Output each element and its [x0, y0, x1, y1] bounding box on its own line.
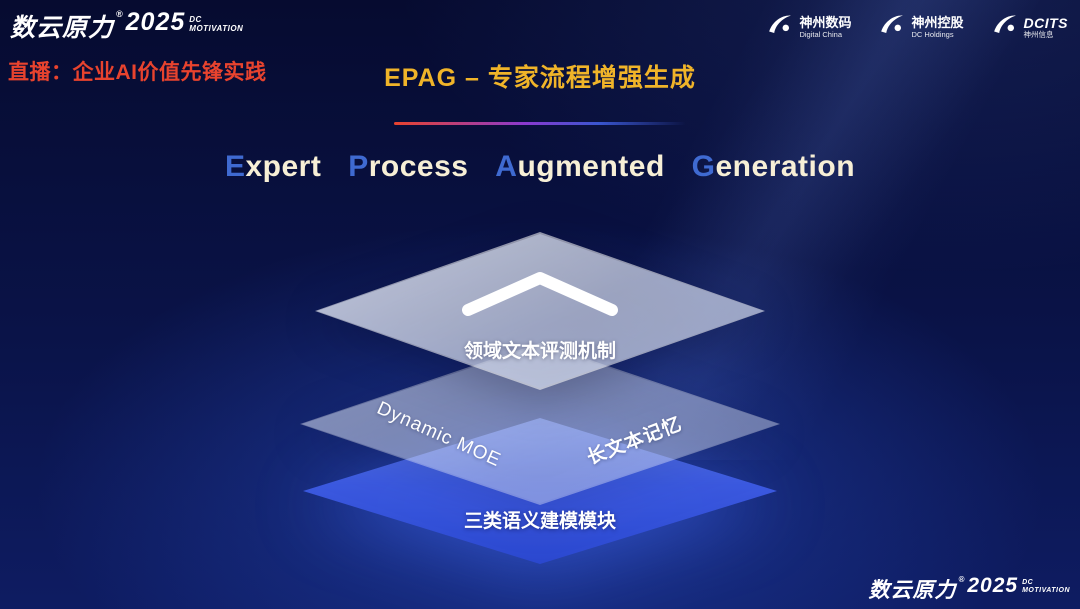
corporate-logo-row: 神州数码 Digital China 神州控股 DC Holdings: [767, 12, 1068, 43]
brand-year: 2025: [967, 574, 1019, 597]
logo-name: 神州数码: [799, 15, 852, 31]
brand-logo-top: 数云原力 ® 2025 DC MOTIVATION: [10, 8, 243, 44]
subtitle-word: Generation: [692, 150, 855, 184]
registered-mark-icon: ®: [958, 575, 965, 584]
subtitle-word: Augmented: [495, 150, 665, 184]
logo-dc-holdings: 神州控股 DC Holdings: [879, 12, 964, 43]
logo-text: 神州数码 Digital China: [799, 15, 852, 39]
brand-year: 2025: [125, 8, 186, 36]
chevron-up-icon: [456, 268, 624, 323]
logo-subtitle: Digital China: [799, 29, 842, 39]
gradient-divider: [394, 122, 686, 125]
logo-name: 神州控股: [911, 15, 964, 31]
subtitle-rest: xpert: [245, 150, 322, 183]
layer-semantic-modeling: [303, 418, 777, 564]
brand-name: 数云原力: [868, 579, 957, 602]
subtitle-rest: eneration: [715, 150, 856, 183]
brand-name: 数云原力: [10, 14, 115, 42]
registered-mark-icon: ®: [116, 9, 123, 19]
swoosh-icon: [767, 12, 793, 43]
brand-tagline: DC MOTIVATION: [1022, 579, 1070, 595]
logo-text: DCITS 神州信息: [1023, 14, 1069, 40]
brand-tag-line2: MOTIVATION: [189, 24, 244, 33]
logo-subtitle: DC Holdings: [911, 29, 954, 39]
subtitle-english: Expert Process Augmented Generation: [0, 150, 1080, 184]
subtitle-word: Process: [348, 150, 468, 184]
logo-digital-china: 神州数码 Digital China: [767, 12, 851, 43]
logo-text: 神州控股 DC Holdings: [911, 15, 964, 39]
subtitle-initial: E: [224, 150, 246, 183]
page-title: EPAG – 专家流程增强生成: [384, 64, 696, 92]
layer-label-semantic-modeling: 三类语义建模模块: [463, 511, 616, 532]
brand-tag-line1: DC: [189, 15, 202, 24]
logo-name: DCITS: [1023, 14, 1068, 31]
subtitle-initial: A: [495, 150, 518, 183]
subtitle-rest: rocess: [368, 150, 469, 183]
subtitle-initial: G: [691, 150, 716, 183]
subtitle-initial: P: [348, 150, 369, 183]
subtitle-rest: ugmented: [517, 150, 665, 183]
layer-evaluation: 领域文本评测机制: [315, 232, 765, 390]
logo-subtitle: 神州信息: [1023, 30, 1054, 40]
logo-dcits: DCITS 神州信息: [992, 12, 1069, 43]
layer-label-evaluation: 领域文本评测机制: [463, 341, 616, 362]
swoosh-icon: [879, 12, 905, 43]
brand-tag-line1: DC: [1022, 579, 1034, 586]
swoosh-icon: [992, 12, 1018, 43]
live-stream-label: 直播：企业AI价值先锋实践: [8, 61, 267, 84]
brand-tagline: DC MOTIVATION: [189, 15, 243, 33]
layered-stack-diagram: 领域文本评测机制 Dynamic MOE 长文本记忆 三类语义建模模块: [300, 228, 780, 568]
brand-logo-bottom: 数云原力 ® 2025 DC MOTIVATION: [868, 574, 1070, 604]
brand-tag-line2: MOTIVATION: [1022, 587, 1070, 594]
subtitle-word: Expert: [225, 150, 321, 184]
